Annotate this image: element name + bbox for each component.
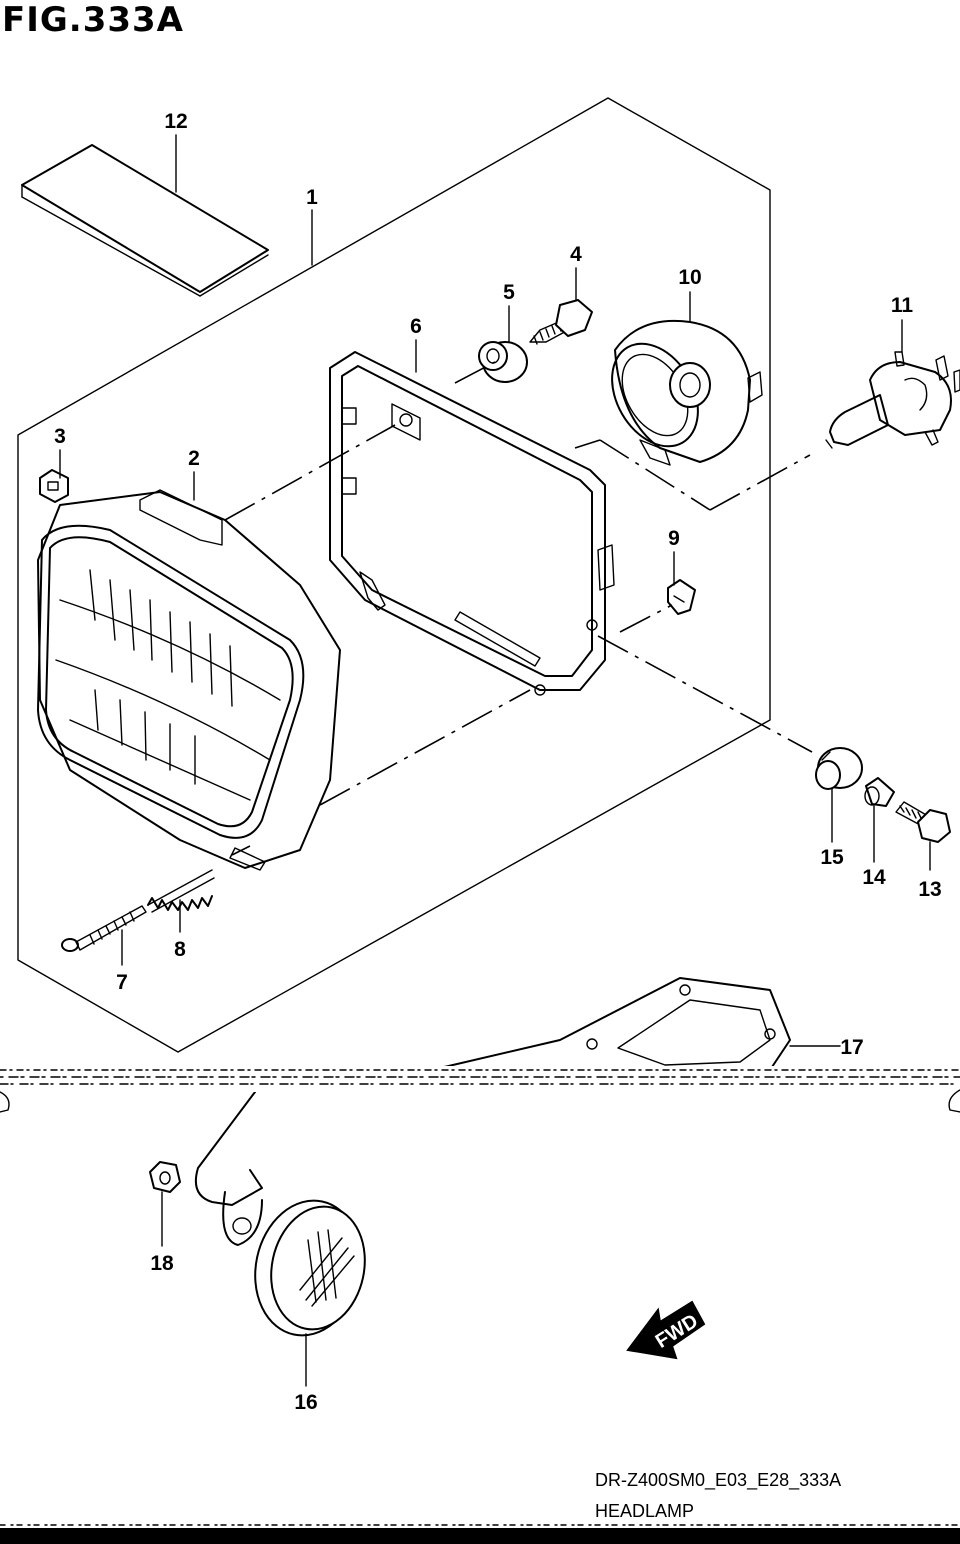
part-16-reflector <box>254 1199 366 1337</box>
callout-17: 17 <box>840 1036 863 1059</box>
callout-15: 15 <box>820 846 844 869</box>
callout-7: 7 <box>116 971 128 994</box>
assembly-lines <box>224 361 813 856</box>
part-18-nut <box>149 1161 181 1193</box>
callout-13: 13 <box>918 878 941 901</box>
part-5-grommet <box>478 341 528 383</box>
callout-14: 14 <box>862 866 886 889</box>
part-14-collar <box>864 777 895 807</box>
part-9-clip <box>667 579 696 615</box>
figure-title: FIG.333A <box>2 0 184 40</box>
callout-numbers: 12 1 4 10 5 11 6 3 2 9 15 14 13 8 7 17 1… <box>54 110 942 1414</box>
part-10-socket-cover <box>611 319 763 466</box>
callout-5: 5 <box>503 281 515 304</box>
part-6-headlamp-frame <box>329 351 615 696</box>
part-7-screw <box>61 905 147 952</box>
callout-4: 4 <box>570 243 582 266</box>
callout-2: 2 <box>188 447 200 470</box>
fwd-arrow: FWD <box>626 1300 706 1360</box>
leader-lines <box>59 134 931 1387</box>
section-name: HEADLAMP <box>595 1501 695 1521</box>
callout-9: 9 <box>668 527 680 550</box>
callout-16: 16 <box>294 1391 317 1414</box>
part-4-screw <box>529 299 593 345</box>
callout-3: 3 <box>54 425 66 448</box>
page-tear-band <box>0 1066 960 1113</box>
callout-18: 18 <box>150 1252 174 1275</box>
part-17-bracket <box>194 977 791 1246</box>
callout-8: 8 <box>174 938 186 961</box>
callout-1: 1 <box>306 186 318 209</box>
part-11-bulb <box>825 351 960 449</box>
part-3-nut <box>39 469 69 503</box>
part-8-spring <box>147 869 215 913</box>
part-2-headlamp-unit <box>37 489 341 871</box>
callout-10: 10 <box>678 266 701 289</box>
part-12-label-sticker <box>21 144 269 297</box>
part-13-bolt <box>895 801 951 843</box>
headlamp-assembly-outline <box>17 97 771 1053</box>
callout-12: 12 <box>164 110 187 133</box>
drawing-code: DR-Z400SM0_E03_E28_333A <box>595 1470 842 1490</box>
part-15-cushion <box>815 747 863 790</box>
bottom-border-band <box>0 1524 960 1544</box>
callout-11: 11 <box>891 294 914 317</box>
callout-6: 6 <box>410 315 422 338</box>
